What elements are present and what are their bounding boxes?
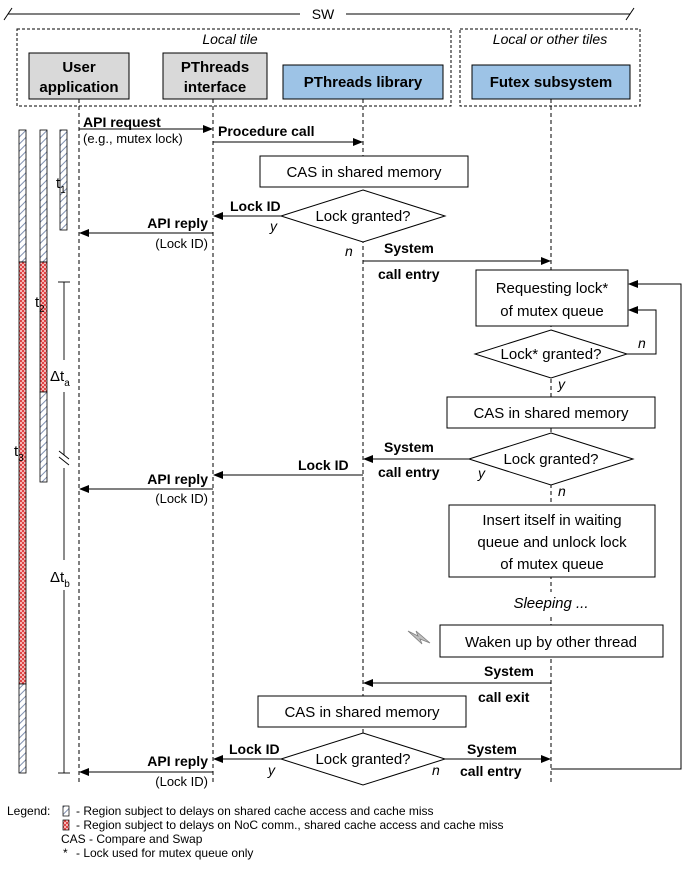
cas-box-1-label: CAS in shared memory <box>286 164 442 181</box>
t1-bar-blue <box>59 129 68 231</box>
sw-label: SW <box>312 6 335 22</box>
lock-granted-decision-1 <box>279 189 447 243</box>
lock-star-granted-label: Lock* granted? <box>501 346 602 363</box>
api-reply-label-3: API reply <box>147 753 208 769</box>
delta-t-b-bracket <box>58 468 70 774</box>
t2-label: t2 <box>35 294 45 315</box>
lock-granted-decision-2-label: Lock granted? <box>503 451 598 468</box>
t3-label: t3 <box>14 443 24 464</box>
cas-box-3 <box>257 695 467 728</box>
api-request-label: API request <box>83 114 161 130</box>
sleeping-label: Sleeping ... <box>513 595 588 612</box>
legend: Legend: - Region subject to delays on sh… <box>7 804 504 860</box>
lightning-icon <box>407 630 431 645</box>
lock-star-retry-loop <box>627 306 657 355</box>
requesting-lock-label-2: of mutex queue <box>500 303 603 320</box>
t3-bar-red <box>18 261 27 685</box>
delta-t-b-label: Δtb <box>50 569 70 590</box>
legend-star-text: - Lock used for mutex queue only <box>76 846 253 860</box>
insert-label-1: Insert itself in waiting <box>482 512 621 529</box>
sw-scope-bar: SW <box>3 6 635 22</box>
futex-subsystem-header <box>471 64 631 100</box>
call-entry-label-3: call entry <box>460 763 522 779</box>
pthreads-library-label: PThreads library <box>304 74 423 91</box>
cas-box-1 <box>259 155 469 188</box>
pthreads-interface-header <box>162 52 268 100</box>
api-reply-label-2: API reply <box>147 471 208 487</box>
legend-title: Legend: <box>7 804 50 818</box>
n-label-3: n <box>558 483 566 499</box>
n-label-1: n <box>345 243 353 259</box>
legend-red-swatch <box>62 819 70 831</box>
legend-cas-text: CAS - Compare and Swap <box>61 832 203 846</box>
n-label-4: n <box>432 762 440 778</box>
requesting-lock-box <box>475 269 629 327</box>
procedure-call-label: Procedure call <box>218 123 315 139</box>
waken-up-box <box>439 624 664 658</box>
other-tiles-label: Local or other tiles <box>493 31 607 47</box>
other-tiles-box <box>459 28 641 107</box>
pthreads-interface-label-1: PThreads <box>181 59 249 76</box>
lock-granted-decision-1-label: Lock granted? <box>315 208 410 225</box>
legend-red-text: - Region subject to delays on NoC comm.,… <box>76 818 504 832</box>
requesting-lock-label-1: Requesting lock* <box>496 280 609 297</box>
lock-granted-decision-3 <box>279 732 447 786</box>
waken-up-label: Waken up by other thread <box>465 634 637 651</box>
lock-granted-decision-3-label: Lock granted? <box>315 751 410 768</box>
system-label-2: System <box>384 439 434 455</box>
y-label-1: y <box>269 218 278 234</box>
t2-bar-red <box>39 261 48 393</box>
y-label-4: y <box>267 762 276 778</box>
t3-bar-blue-bottom <box>18 683 27 774</box>
lock-granted-decision-2 <box>467 432 635 486</box>
system-label-1: System <box>384 240 434 256</box>
retry-loop-arrow <box>551 280 682 770</box>
legend-star-symbol: * <box>63 846 68 860</box>
call-exit-label: call exit <box>478 689 530 705</box>
legend-blue-swatch <box>62 805 70 817</box>
call-entry-label-2: call entry <box>378 464 440 480</box>
timeline-bars <box>18 129 68 774</box>
t2-bar-blue-bottom <box>39 391 48 483</box>
lock-id-label-1: Lock ID <box>230 198 281 214</box>
delta-t-a-label: Δta <box>50 368 70 389</box>
lock-star-granted-decision <box>473 329 629 379</box>
pthreads-library-header <box>282 64 444 100</box>
api-reply-label-1: API reply <box>147 215 208 231</box>
y-label-2: y <box>557 376 566 392</box>
insert-label-3: of mutex queue <box>500 556 603 573</box>
pthreads-interface-label-2: interface <box>184 79 247 96</box>
api-reply-note-3: (Lock ID) <box>155 774 208 789</box>
system-label-3: System <box>484 663 534 679</box>
insert-waiting-queue-box <box>448 504 656 578</box>
futex-subsystem-label: Futex subsystem <box>490 74 613 91</box>
t2-bar-blue-top <box>39 129 48 263</box>
user-application-label-1: User <box>62 59 96 76</box>
insert-label-2: queue and unlock lock <box>477 534 627 551</box>
local-tile-box <box>16 28 452 107</box>
t1-label: t1 <box>56 175 66 196</box>
cas-box-2 <box>446 396 656 429</box>
legend-blue-text: - Region subject to delays on shared cac… <box>76 804 434 818</box>
api-request-note: (e.g., mutex lock) <box>83 131 183 146</box>
local-tile-label: Local tile <box>202 31 257 47</box>
lifelines <box>78 99 552 785</box>
user-application-label-2: application <box>39 79 118 96</box>
system-label-4: System <box>467 741 517 757</box>
n-label-2: n <box>638 335 646 351</box>
y-label-3: y <box>477 465 486 481</box>
cas-box-2-label: CAS in shared memory <box>473 405 629 422</box>
cas-box-3-label: CAS in shared memory <box>284 704 440 721</box>
sleeping-gap <box>500 592 602 614</box>
api-reply-note-2: (Lock ID) <box>155 491 208 506</box>
delta-t-a-bracket <box>58 281 70 466</box>
call-entry-label-1: call entry <box>378 266 440 282</box>
t3-bar-blue-top <box>18 129 27 263</box>
lock-id-label-2: Lock ID <box>298 457 349 473</box>
api-reply-note-1: (Lock ID) <box>155 236 208 251</box>
lock-id-label-3: Lock ID <box>229 741 280 757</box>
